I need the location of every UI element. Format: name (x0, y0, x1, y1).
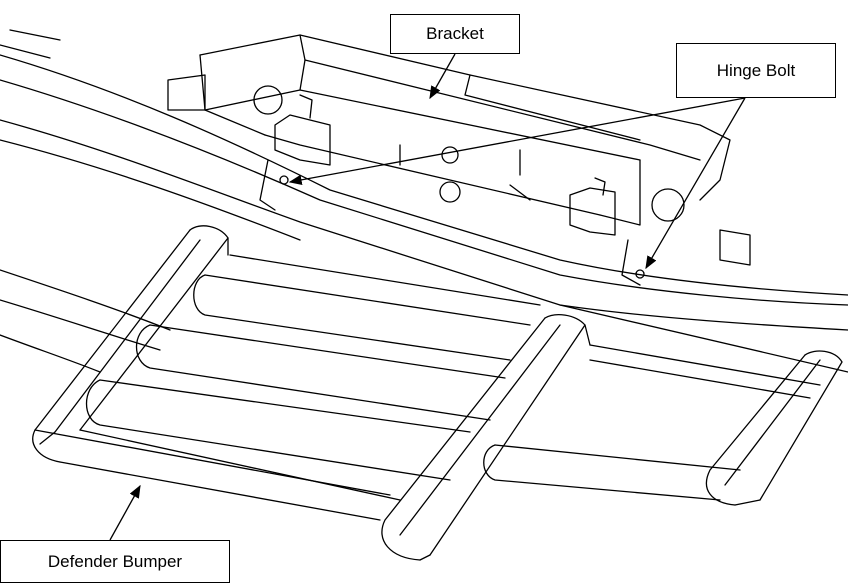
bracket-label: Bracket (426, 24, 484, 43)
bumper-right-frame (705, 350, 843, 506)
bracket-leader (429, 53, 456, 100)
bumper-leader (109, 484, 141, 541)
bracket-part (167, 34, 751, 286)
hinge-bolt-label: Hinge Bolt (716, 60, 796, 80)
bumper-center-upright (381, 314, 591, 561)
hinge-bolt-leader-right (645, 97, 746, 270)
bracket-callout: Bracket (390, 14, 520, 54)
bumper-label: Defender Bumper (47, 551, 183, 571)
bumper-rollers (86, 254, 821, 501)
hinge-bolt-leader-left (288, 97, 746, 185)
bumper-left-frame (32, 225, 401, 521)
bumper-callout: Defender Bumper (0, 540, 230, 583)
hinge-bolt-callout: Hinge Bolt (676, 43, 836, 98)
